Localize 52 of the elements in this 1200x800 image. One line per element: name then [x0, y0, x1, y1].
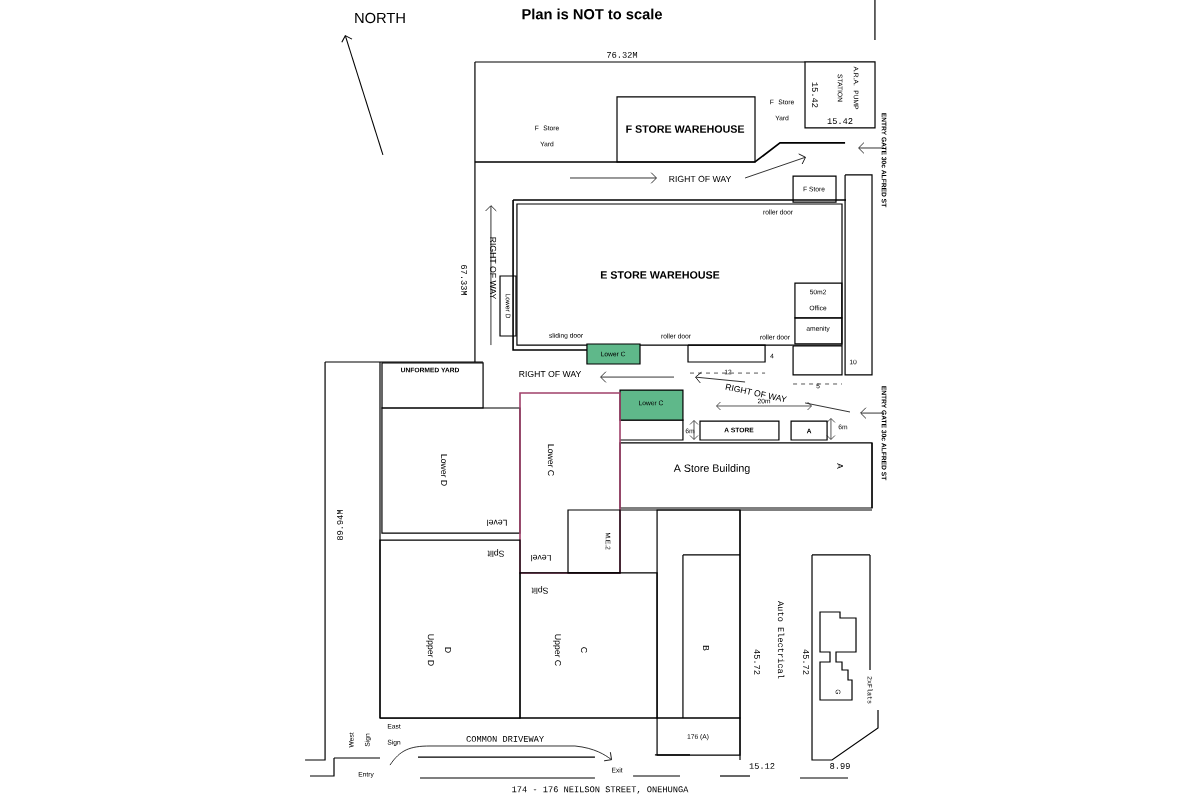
dimension-label: 76.32M — [607, 52, 638, 58]
building-outline — [819, 611, 857, 701]
building-box — [792, 175, 837, 203]
office-box — [794, 282, 843, 319]
building-box — [619, 442, 873, 509]
dimension-label: 45.72 — [754, 649, 760, 675]
business-label: Auto Electrical — [777, 601, 785, 679]
node-label: Split — [531, 585, 549, 595]
node-label: Lower D — [441, 454, 448, 486]
dimension-label: 15.42 — [812, 82, 818, 108]
warehouse-box — [616, 96, 756, 163]
node-label: Split — [487, 549, 505, 558]
dimension-label: 15.12 — [749, 763, 775, 769]
node-label: Upper C — [553, 634, 561, 666]
node-label: A Store Building — [673, 464, 750, 475]
amenity-box — [794, 317, 843, 345]
dimension-label: 67.33M — [461, 265, 467, 296]
warehouse-box — [516, 203, 843, 346]
pump-station-box — [804, 61, 876, 129]
building-box — [499, 275, 517, 337]
building-box — [656, 717, 741, 756]
note: Plan is NOT to scale — [522, 8, 662, 20]
building-box — [519, 572, 658, 719]
node-label: A — [837, 463, 843, 469]
route-label: RIGHT OF WAY — [519, 370, 582, 378]
node-label: Lower C — [547, 444, 554, 476]
building-box — [656, 509, 741, 719]
driveway-label: COMMON DRIVEWAY — [466, 736, 544, 742]
building-box — [699, 420, 780, 441]
route-label: RIGHT OF WAY — [669, 175, 732, 182]
node-label: Upper D — [426, 634, 434, 666]
dimension-label: 8.99 — [830, 763, 850, 769]
yard-box — [381, 362, 484, 409]
building-box — [567, 509, 621, 574]
node-label: Level — [487, 519, 507, 527]
node-label: F STORE WAREHOUSE — [626, 125, 745, 133]
building-box — [381, 407, 521, 534]
building-box — [619, 389, 684, 421]
building-box — [790, 420, 828, 441]
building-box — [586, 343, 641, 365]
dimension-label: 15.42 — [827, 118, 853, 124]
dimension-label: 45.72 — [803, 649, 809, 675]
route-label: RIGHT OF WAY — [490, 237, 497, 300]
node-label: B — [703, 645, 709, 651]
dimension-label: 89.94M — [337, 510, 343, 541]
street-label: 174 - 176 NEILSON STREET, ONEHUNGA — [512, 786, 689, 794]
node-label: D — [445, 647, 451, 653]
north-label: NORTH — [355, 12, 405, 24]
node-label: C — [580, 647, 588, 653]
node-label: E STORE WAREHOUSE — [600, 271, 720, 279]
building-box — [379, 539, 521, 719]
node-label: Level — [531, 554, 551, 562]
